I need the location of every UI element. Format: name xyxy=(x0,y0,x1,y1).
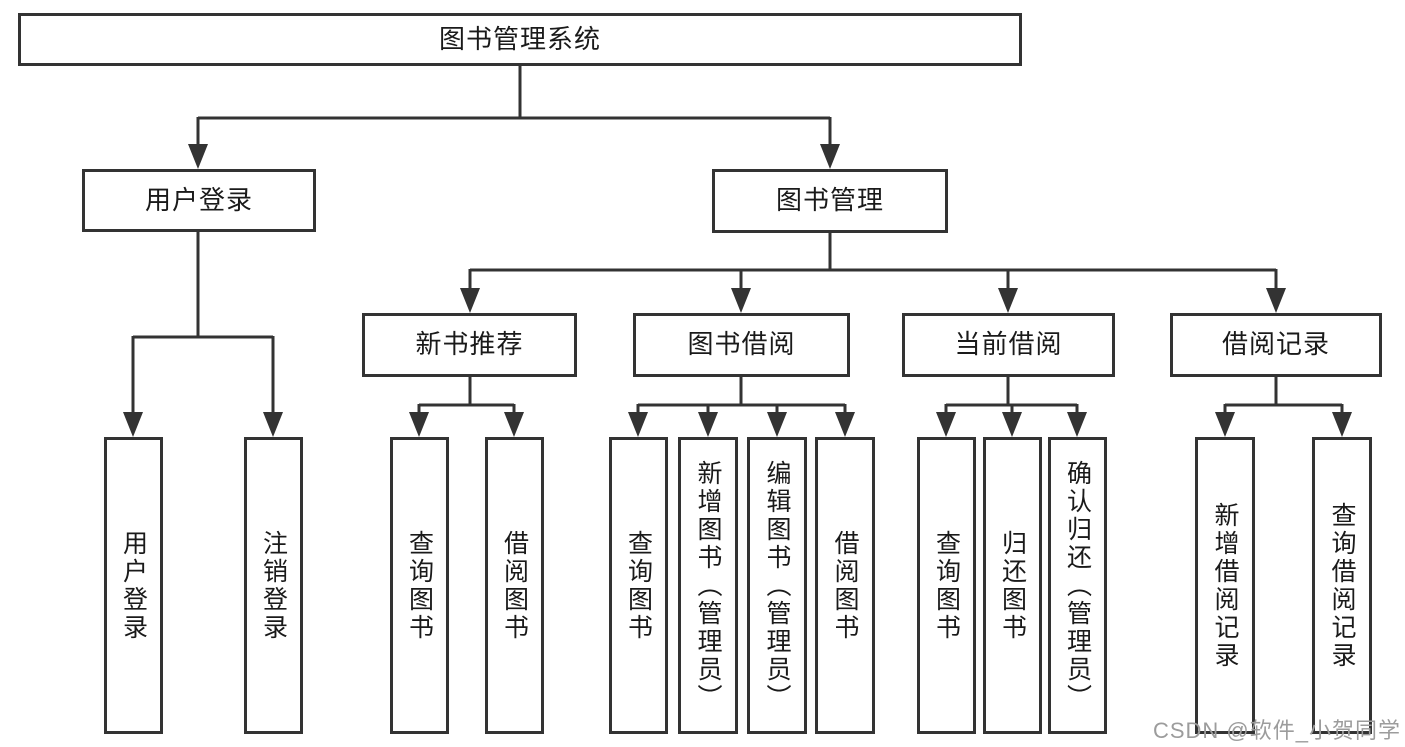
node-leaf-query-books-recommend: 查询图书 xyxy=(390,437,449,734)
csdn-watermark: CSDN @软件_小贺同学 xyxy=(1152,718,1401,743)
node-leaf-borrow-books-recommend: 借阅图书 xyxy=(485,437,544,734)
node-leaf-confirm-return-admin: 确认归还（管理员） xyxy=(1048,437,1107,734)
node-leaf-add-books-admin: 新增图书（管理员） xyxy=(678,437,738,734)
node-leaf-add-borrow-record: 新增借阅记录 xyxy=(1195,437,1255,734)
node-user-login-module: 用户登录 xyxy=(82,169,316,232)
node-library-management-system: 图书管理系统 xyxy=(18,13,1022,66)
node-book-management-module: 图书管理 xyxy=(712,169,948,233)
node-current-borrowing: 当前借阅 xyxy=(902,313,1115,377)
node-leaf-return-books: 归还图书 xyxy=(983,437,1042,734)
node-leaf-user-login: 用户登录 xyxy=(104,437,163,734)
node-leaf-query-books-borrowing: 查询图书 xyxy=(609,437,668,734)
node-leaf-query-books-current: 查询图书 xyxy=(917,437,976,734)
node-borrowing-records: 借阅记录 xyxy=(1170,313,1382,377)
node-leaf-edit-books-admin: 编辑图书（管理员） xyxy=(747,437,807,734)
node-leaf-borrow-books: 借阅图书 xyxy=(815,437,875,734)
node-leaf-query-borrow-record: 查询借阅记录 xyxy=(1312,437,1372,734)
node-new-book-recommendation: 新书推荐 xyxy=(362,313,577,377)
arrowheads xyxy=(123,144,1352,437)
node-book-borrowing: 图书借阅 xyxy=(633,313,850,377)
node-leaf-logout: 注销登录 xyxy=(244,437,303,734)
